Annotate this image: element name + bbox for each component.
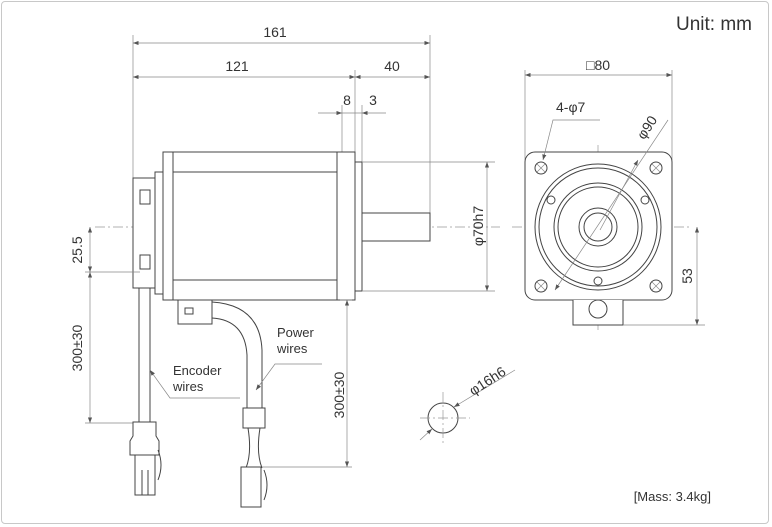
- dim-pilot-diameter: φ70h7: [470, 206, 486, 246]
- encoder-wires-label-2: wires: [172, 379, 204, 394]
- dim-overall-length: 161: [263, 24, 287, 40]
- dim-encoder-offset: 25.5: [69, 236, 85, 263]
- dim-shaft-diameter: φ16h6: [466, 363, 509, 398]
- power-wires-label-2: wires: [276, 341, 308, 356]
- front-view: □80 4-φ7 φ90 53: [512, 57, 705, 330]
- dim-flange-3: 3: [369, 92, 377, 108]
- side-view: 161 121 40 8 3 φ70h7 25.5: [69, 24, 516, 508]
- encoder-wires-callout: Encoder wires: [149, 363, 240, 399]
- mount-holes: [534, 161, 663, 293]
- dim-mount-holes: 4-φ7: [556, 99, 586, 115]
- mass-label: [Mass: 3.4kg]: [634, 489, 711, 504]
- encoder-wires-label: Encoder: [173, 363, 222, 378]
- dim-flange-8: 8: [343, 92, 351, 108]
- dim-square-size: □80: [586, 57, 610, 73]
- power-wires-label: Power: [277, 325, 315, 340]
- dim-encoder-wire-length: 300±30: [69, 324, 85, 371]
- unit-label: Unit: mm: [676, 14, 752, 35]
- dim-shaft-length: 40: [384, 58, 400, 74]
- power-wires-callout: Power wires: [255, 325, 322, 391]
- dim-power-wire-length: 300±30: [331, 371, 347, 418]
- dim-body-length: 121: [225, 58, 249, 74]
- dim-connector-height: 53: [679, 268, 695, 284]
